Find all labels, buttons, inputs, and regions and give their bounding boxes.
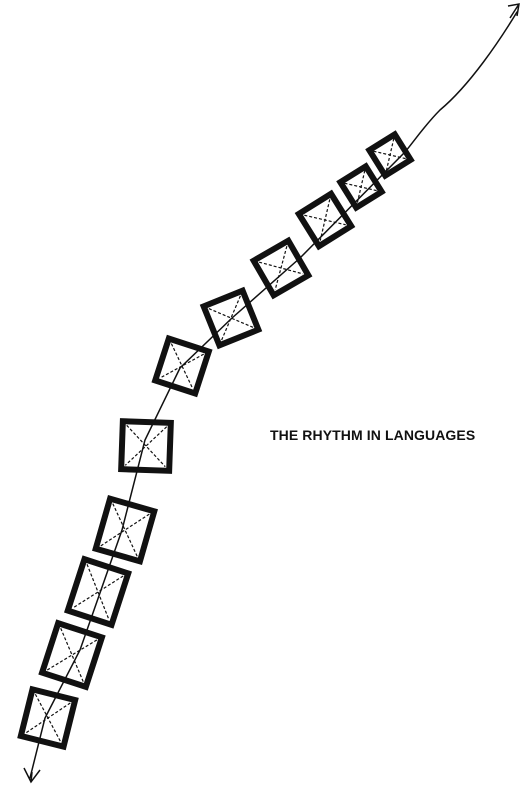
beat-square-9 — [68, 559, 128, 625]
beat-square-8 — [96, 499, 155, 562]
beat-square-1 — [369, 134, 410, 175]
rhythm-line — [30, 12, 517, 778]
page-title: THE RHYTHM IN LANGUAGES — [270, 427, 475, 443]
start-arrow-icon — [508, 4, 519, 18]
beat-square-10 — [42, 623, 102, 687]
beat-square-3 — [299, 194, 351, 246]
beat-square-4 — [254, 241, 309, 296]
beat-square-2 — [340, 166, 381, 207]
beat-square-11 — [21, 689, 75, 746]
beat-square-7 — [121, 421, 171, 471]
